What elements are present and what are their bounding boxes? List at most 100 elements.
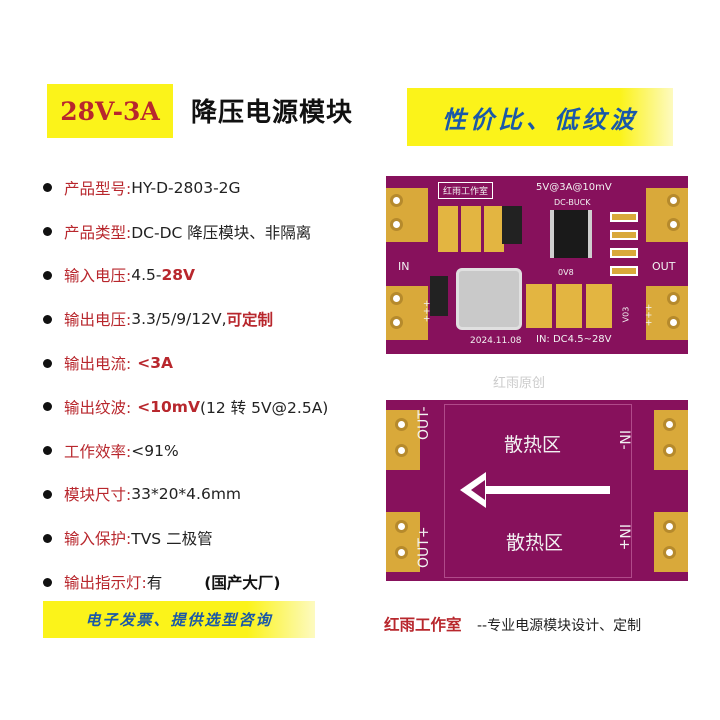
bullet-icon	[43, 577, 52, 587]
pcb-led-label: 0V8	[558, 268, 574, 277]
resistor	[610, 266, 638, 276]
mount-hole-icon	[395, 546, 408, 559]
invoice-banner: 电子发票、提供选型咨询	[43, 601, 315, 638]
capacitor	[526, 284, 552, 328]
terminal-pad	[386, 512, 420, 572]
studio-name: 红雨工作室	[384, 616, 462, 634]
studio-description: --专业电源模块设计、定制	[477, 618, 642, 634]
terminal-pad	[646, 188, 688, 242]
spec-value: 3.3/5/9/12V,	[131, 310, 227, 329]
spec-value: DC-DC 降压模块、非隔离	[131, 223, 312, 242]
mount-hole-icon	[390, 316, 403, 329]
resistor	[610, 230, 638, 240]
spec-value: 33*20*4.6mm	[131, 485, 242, 504]
spec-label: 输出电流:	[64, 355, 132, 374]
spec-item: 产品型号:HY-D-2803-2G	[43, 166, 383, 210]
bullet-icon	[43, 270, 52, 280]
spec-label: 工作效率:	[64, 442, 132, 461]
mount-hole-icon	[667, 316, 680, 329]
slogan-banner: 性价比、低纹波	[407, 88, 673, 146]
spec-value: TVS 二极管	[131, 530, 213, 549]
spec-highlight: <3A	[137, 354, 174, 373]
bullet-icon	[43, 446, 52, 456]
mount-hole-icon	[667, 218, 680, 231]
spec-label: 产品类型:	[64, 223, 132, 242]
terminal-pad	[386, 410, 420, 470]
spec-item: 模块尺寸:33*20*4.6mm	[43, 473, 383, 517]
capacitor	[461, 206, 481, 252]
pcb-in-label: IN	[398, 260, 410, 273]
pcb-spec-label: 5V@3A@10mV	[536, 182, 612, 193]
watermark: 红雨原创	[493, 376, 546, 391]
pcb-top-image: 红雨工作室 5V@3A@10mV DC-BUCK IN OUT 0V8 +++ …	[386, 176, 688, 354]
capacitor	[586, 284, 612, 328]
spec-note: (国产大厂)	[204, 574, 281, 593]
mount-hole-icon	[395, 520, 408, 533]
pcb-chip-label: DC-BUCK	[554, 198, 591, 207]
resistor	[610, 248, 638, 258]
pcb-plus-left: +++	[422, 299, 433, 323]
mount-hole-icon	[663, 444, 676, 457]
spec-value: 4.5-	[131, 266, 162, 285]
pcb-studio-label: 红雨工作室	[438, 182, 494, 199]
mount-hole-icon	[663, 520, 676, 533]
pcb-version-label: V03	[621, 306, 631, 323]
voltage-current-badge: 28V-3A	[47, 84, 173, 138]
pcb-plus-right: +++	[644, 303, 655, 327]
pcb-out-minus-label: OUT-	[416, 406, 432, 440]
spec-item: 工作效率:<91%	[43, 429, 383, 473]
spec-label: 模块尺寸:	[64, 486, 132, 505]
spec-label: 输出纹波:	[64, 398, 132, 417]
spec-value: 有	[146, 574, 163, 593]
capacitor	[438, 206, 458, 252]
diode	[502, 206, 522, 244]
input-diode	[430, 276, 448, 316]
bullet-icon	[43, 227, 52, 237]
bullet-icon	[43, 402, 52, 412]
spec-label: 输出指示灯:	[64, 574, 147, 593]
spec-value: (12 转 5V@2.5A)	[199, 398, 329, 417]
pcb-out-plus-label: OUT+	[416, 526, 432, 568]
mount-hole-icon	[395, 444, 408, 457]
terminal-pad	[386, 188, 428, 242]
mount-hole-icon	[663, 418, 676, 431]
spec-highlight: <10mV	[137, 397, 200, 416]
capacitor	[484, 206, 504, 252]
mount-hole-icon	[390, 292, 403, 305]
bullet-icon	[43, 533, 52, 543]
capacitor	[556, 284, 582, 328]
spec-highlight: 28V	[161, 266, 196, 285]
spec-highlight: 可定制	[226, 311, 274, 330]
buck-chip	[550, 210, 592, 258]
inductor	[456, 268, 522, 330]
spec-label: 输出电压:	[64, 311, 132, 330]
spec-item: 输入保护:TVS 二极管	[43, 516, 383, 560]
bullet-icon	[43, 183, 52, 193]
mount-hole-icon	[390, 218, 403, 231]
mount-hole-icon	[390, 194, 403, 207]
spec-label: 产品型号:	[64, 179, 132, 198]
terminal-pad	[646, 286, 688, 340]
mount-hole-icon	[667, 292, 680, 305]
mount-hole-icon	[667, 194, 680, 207]
pcb-input-label: IN: DC4.5~28V	[536, 334, 612, 345]
pcb-out-label: OUT	[652, 260, 676, 273]
mount-hole-icon	[395, 418, 408, 431]
pcb-date-label: 2024.11.08	[470, 336, 522, 346]
spec-item: 产品类型:DC-DC 降压模块、非隔离	[43, 210, 383, 254]
pcb-in-plus-label: IN+	[616, 524, 632, 551]
mount-hole-icon	[663, 546, 676, 559]
spec-label: 输入电压:	[64, 267, 132, 286]
bullet-icon	[43, 358, 52, 368]
spec-list: 产品型号:HY-D-2803-2G 产品类型:DC-DC 降压模块、非隔离 输入…	[43, 166, 383, 604]
spec-item: 输出纹波: <10mV (12 转 5V@2.5A)	[43, 385, 383, 429]
spec-item: 输出电压:3.3/5/9/12V,可定制	[43, 297, 383, 341]
bullet-icon	[43, 489, 52, 499]
spec-value: HY-D-2803-2G	[131, 178, 241, 197]
heat-zone-bottom-label: 散热区	[506, 532, 564, 554]
heat-zone-top-label: 散热区	[504, 434, 562, 456]
page-title: 降压电源模块	[191, 98, 354, 128]
spec-label: 输入保护:	[64, 530, 132, 549]
terminal-pad	[654, 410, 688, 470]
terminal-pad	[654, 512, 688, 572]
